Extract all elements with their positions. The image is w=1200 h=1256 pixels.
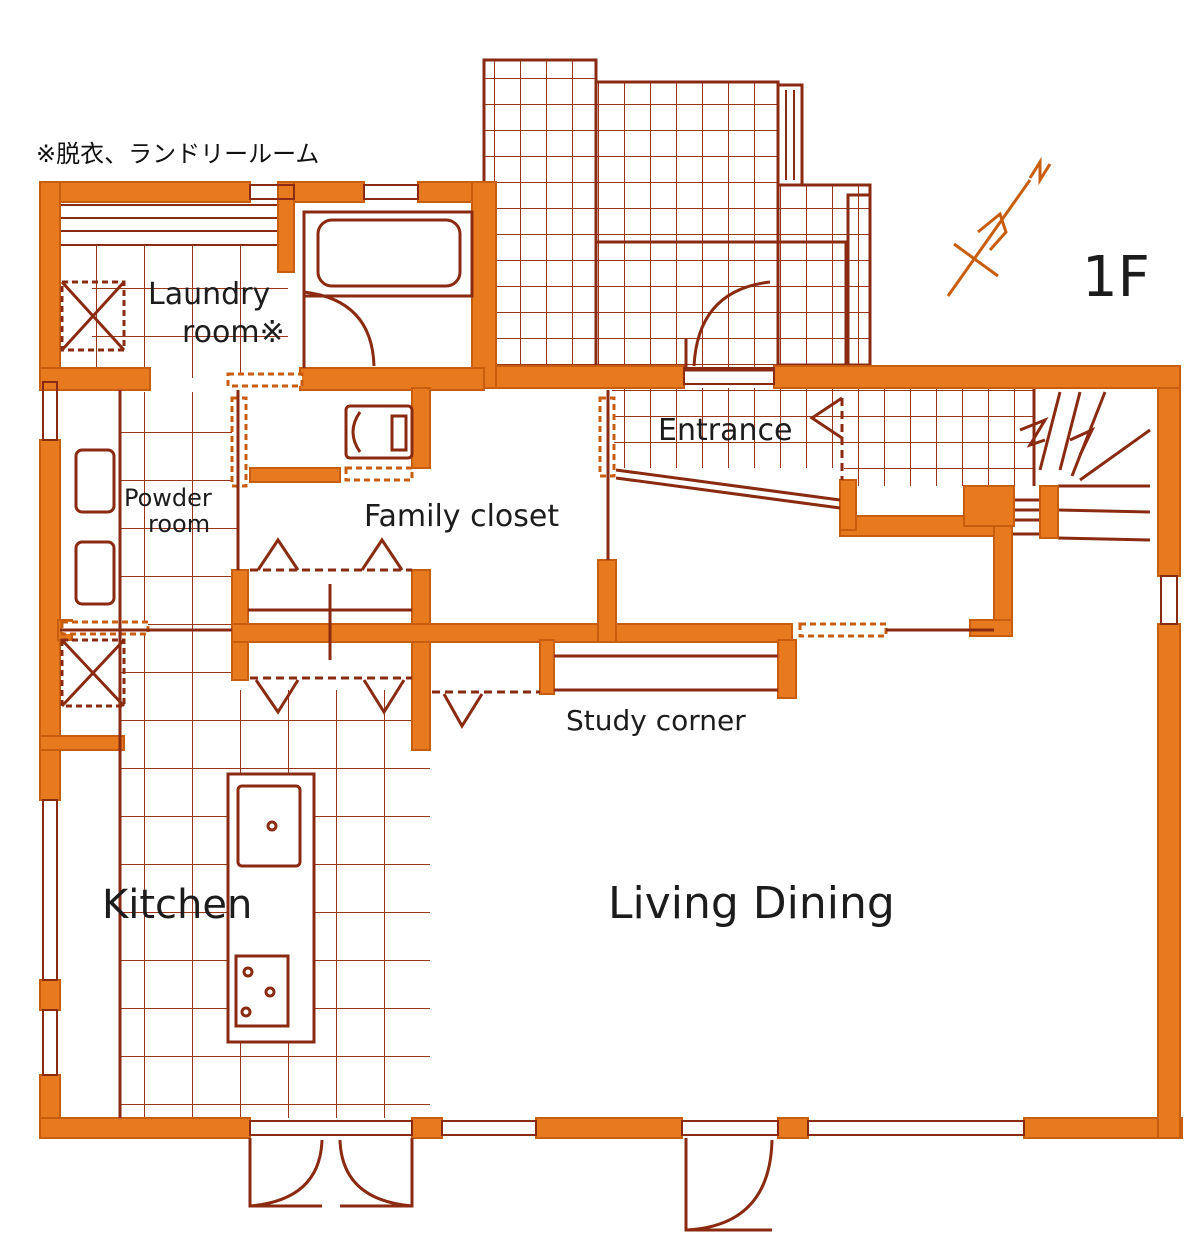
living-dining-label: Living Dining <box>608 878 895 929</box>
study-corner-label: Study corner <box>566 704 746 737</box>
entrance-tiles <box>612 388 1034 486</box>
laundry-room-label-2: room※ <box>182 315 285 350</box>
laundry-room-label: Laundry <box>148 277 270 312</box>
staircase <box>1008 388 1151 542</box>
interior-lines <box>60 390 994 1118</box>
closet-markers <box>250 396 844 729</box>
powder-room-label: Powder <box>124 484 212 512</box>
kitchen-label: Kitchen <box>102 882 252 928</box>
windows <box>42 184 1178 1136</box>
walls <box>39 181 1183 1139</box>
compass-icon <box>946 156 1052 297</box>
entrance-label: Entrance <box>658 413 792 448</box>
porch-tiles <box>482 58 872 372</box>
powder-room-label-2: room <box>148 510 210 538</box>
fixtures <box>60 210 474 708</box>
laundry-note: ※脱衣、ランドリールーム <box>36 140 319 168</box>
family-closet-label: Family closet <box>364 499 559 534</box>
kitchen-island <box>226 772 316 1044</box>
floor-label: 1F <box>1082 245 1150 310</box>
powder-tiles <box>120 392 238 630</box>
